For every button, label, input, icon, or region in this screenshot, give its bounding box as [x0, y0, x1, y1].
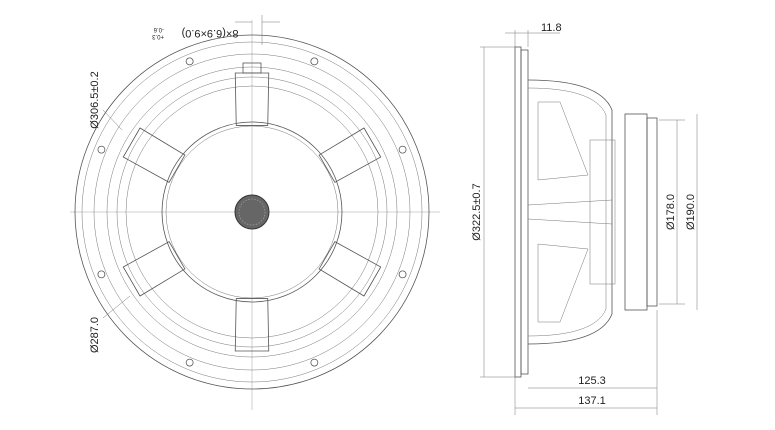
side-view: [514, 46, 658, 378]
flange-thickness-label: 11.8: [541, 22, 562, 34]
hole-tol-minus: -0.6: [153, 26, 164, 32]
overall-diameter-label: Ø322.5±0.7: [471, 183, 483, 240]
mounting-hole: [398, 145, 407, 154]
mounting-hole: [310, 57, 319, 66]
frame-spoke: [122, 241, 186, 297]
frame-spoke: [234, 72, 270, 126]
outer-diameter-label: Ø306.5±0.2: [89, 71, 101, 128]
frame-spoke: [122, 127, 186, 183]
frame-spoke: [318, 127, 382, 183]
hole-spec-label: 8×(6.9×9.0): [182, 27, 239, 39]
frame-spokes: [122, 72, 382, 352]
mounting-hole: [310, 358, 319, 367]
mounting-hole: [97, 270, 106, 279]
hole-tol-plus: +0.3: [151, 33, 164, 39]
depth-125-label: 125.3: [578, 375, 606, 387]
mounting-hole: [97, 145, 106, 154]
frame-spoke: [234, 298, 270, 352]
frame-spoke: [318, 241, 382, 297]
mounting-hole: [398, 270, 407, 279]
inner-diameter-label: Ø287.0: [89, 317, 101, 353]
magnet-diameter-178: Ø178.0: [665, 194, 677, 230]
mounting-hole: [185, 57, 194, 66]
magnet-diameter-190: Ø190.0: [685, 194, 697, 230]
mounting-holes: [97, 57, 407, 367]
front-view: [70, 20, 440, 410]
mounting-hole: [185, 358, 194, 367]
dust-cap-mesh: [234, 194, 270, 230]
depth-137-label: 137.1: [578, 395, 606, 407]
